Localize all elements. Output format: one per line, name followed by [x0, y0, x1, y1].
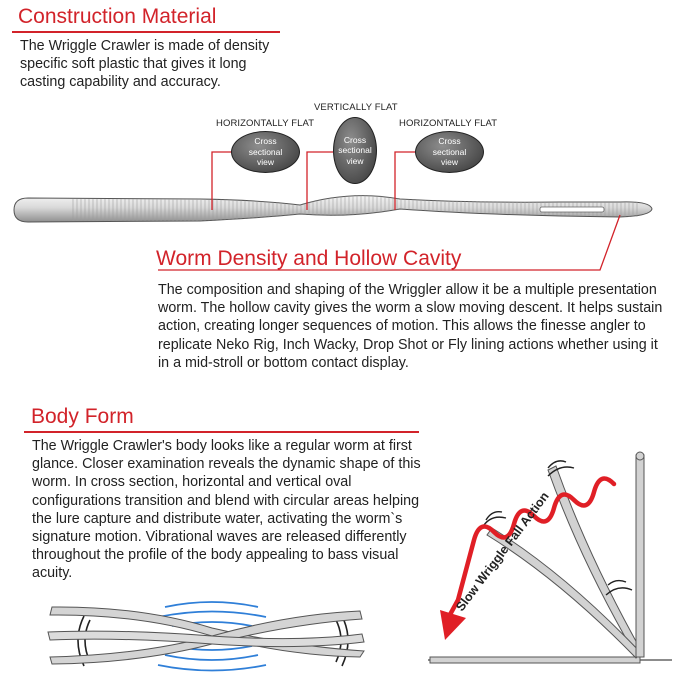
density-heading: Worm Density and Hollow Cavity: [156, 247, 462, 270]
construction-underline: [12, 31, 280, 33]
cross-section-bubble-vertical: Cross sectional view: [333, 117, 377, 184]
vibration-waves: [157, 601, 267, 672]
leader-line-2: [306, 151, 333, 210]
body-form-heading: Body Form: [31, 405, 134, 428]
leader-line-1: [211, 151, 232, 210]
body-form-underline: [24, 431, 419, 433]
hollow-cavity: [539, 206, 605, 213]
construction-heading: Construction Material: [18, 5, 217, 28]
leader-line-3: [394, 151, 417, 210]
cross-section-bubble-horizontal-1: Cross sectional view: [231, 131, 300, 173]
body-form-paragraph: The Wriggle Crawler's body looks like a …: [32, 438, 421, 582]
cross-section-label-2: VERTICALLY FLAT: [314, 102, 398, 113]
cross-section-label-1: HORIZONTALLY FLAT: [216, 118, 315, 129]
cross-section-bubble-horizontal-2: Cross sectional view: [415, 131, 484, 173]
cross-section-label-3: HORIZONTALLY FLAT: [399, 118, 498, 129]
density-paragraph: The composition and shaping of the Wrigg…: [158, 282, 663, 371]
leader-line-density: [158, 214, 621, 271]
construction-paragraph: The Wriggle Crawler is made of density s…: [20, 38, 270, 91]
fall-arrow-head: [440, 610, 466, 640]
fall-arrow: [443, 476, 617, 625]
fall-action-label: Slow Wriggle Fall Action: [453, 489, 552, 613]
